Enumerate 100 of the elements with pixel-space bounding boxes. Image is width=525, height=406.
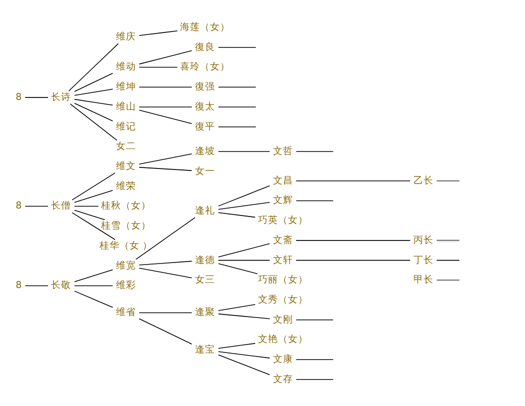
connector: [218, 304, 256, 311]
node-text: 文秀（女）: [257, 294, 308, 305]
node-text: 女三: [194, 274, 215, 286]
node-text: 桂秋（女）: [100, 200, 150, 212]
node-text: 8: [15, 200, 22, 212]
connector: [218, 354, 270, 375]
connector: [295, 358, 334, 360]
connector: [218, 184, 270, 206]
connector: [24, 284, 48, 286]
node-text: 维坤: [115, 81, 136, 92]
connector: [138, 153, 192, 164]
node-text: 甲长: [412, 274, 433, 286]
connector: [218, 342, 256, 348]
connector: [218, 202, 270, 210]
connector: [218, 242, 270, 257]
connector: [74, 209, 105, 220]
node-text: 长僧: [50, 200, 71, 212]
connector: [295, 259, 410, 260]
node-text: 巧英（女）: [257, 214, 308, 226]
node-text: 丙长: [412, 234, 433, 246]
node-text: 復太: [194, 100, 215, 112]
node-text: 女二: [115, 140, 136, 152]
connector: [295, 180, 410, 181]
node-text: 逢礼: [194, 205, 215, 216]
connector: [218, 46, 256, 48]
connector: [74, 189, 113, 202]
node-text: 维荣: [115, 180, 136, 192]
node-text: 文存: [272, 373, 292, 384]
connector: [138, 66, 178, 68]
node-text: 乙长: [412, 174, 433, 186]
connector: [138, 267, 192, 278]
connector: [138, 312, 192, 313]
connector: [68, 42, 118, 91]
connector: [138, 260, 192, 265]
node-text: 长诗: [50, 91, 71, 102]
node-text: 文辉: [272, 194, 292, 206]
node-text: 文康: [272, 354, 292, 365]
connector: [218, 262, 258, 274]
connector: [74, 284, 113, 286]
connector: [218, 150, 270, 152]
connector: [436, 279, 459, 280]
connector: [74, 88, 113, 96]
node-text: 维山: [115, 100, 136, 112]
node-text: 文艳（女）: [257, 334, 308, 345]
connector: [138, 166, 192, 170]
connector: [69, 102, 117, 140]
node-text: 巧丽（女）: [257, 274, 308, 286]
connector: [138, 30, 178, 36]
connector: [138, 86, 192, 88]
connector: [436, 180, 459, 181]
node-text: 维庆: [115, 31, 136, 42]
node-text: 8: [15, 280, 22, 291]
connector: [436, 239, 459, 241]
connector: [436, 259, 460, 260]
node-text: 桂雪（女）: [100, 220, 150, 232]
node-text: 维文: [115, 160, 136, 172]
connector: [295, 150, 334, 152]
node-text: 长敬: [50, 280, 71, 291]
node-text: 逢宝: [194, 344, 215, 356]
connector: [71, 172, 115, 200]
node-text: 文斋: [272, 234, 292, 246]
connector: [71, 212, 115, 240]
connector: [24, 96, 48, 98]
node-text: 逢聚: [194, 306, 215, 318]
connector: [295, 378, 334, 380]
node-text: 逢坡: [194, 145, 215, 156]
node-text: 復良: [194, 41, 215, 52]
node-text: 维彩: [115, 280, 136, 291]
node-text: 女一: [194, 165, 215, 176]
connector: [218, 259, 270, 260]
connector: [138, 106, 192, 107]
connector: [218, 212, 256, 218]
connector: [74, 268, 113, 282]
connector: [138, 318, 192, 344]
connector: [74, 290, 113, 308]
node-text: 丁长: [412, 254, 433, 266]
connector: [295, 200, 334, 201]
connector: [74, 72, 113, 92]
node-text: 8: [15, 91, 22, 102]
connector: [74, 205, 98, 206]
connector: [74, 98, 113, 105]
connector: [74, 102, 113, 121]
node-text: 维动: [115, 61, 136, 72]
node-text: 维省: [115, 306, 136, 318]
node-text: 维记: [115, 120, 136, 132]
node-text: 文轩: [272, 254, 292, 266]
connector: [135, 216, 195, 260]
node-text: 復平: [194, 120, 215, 132]
node-text: 喜玲（女）: [180, 61, 230, 72]
connector: [218, 106, 256, 107]
node-text: 文哲: [272, 145, 292, 156]
node-text: 维宽: [115, 260, 136, 271]
node-text: 文刚: [272, 314, 292, 325]
node-text: 逢德: [194, 254, 215, 266]
connector: [218, 313, 270, 319]
connector: [138, 109, 192, 124]
connector: [218, 86, 256, 88]
connector: [24, 205, 48, 206]
node-text: 桂华（女 ）: [98, 240, 152, 251]
node-text: 文昌: [272, 174, 292, 186]
